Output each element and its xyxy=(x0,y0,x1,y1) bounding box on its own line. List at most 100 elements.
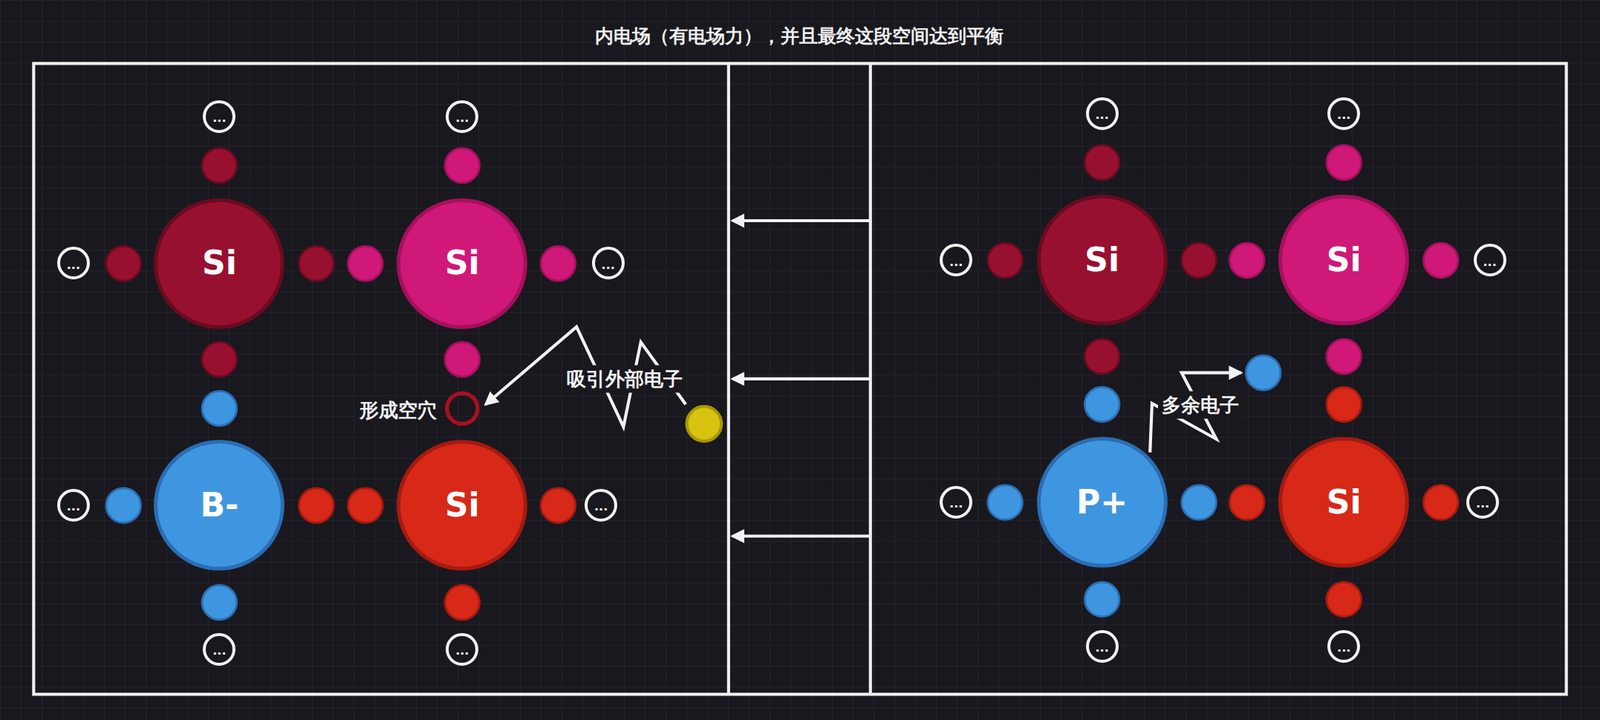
shell-slot: ... xyxy=(1085,97,1119,130)
atom-disc xyxy=(398,199,526,327)
electron xyxy=(1181,485,1217,520)
atom-circle: B- xyxy=(153,439,285,571)
electron xyxy=(444,147,480,183)
slot-ring xyxy=(1475,245,1505,275)
slot-dots: ... xyxy=(212,108,226,125)
electron xyxy=(106,245,142,281)
electron xyxy=(202,147,237,183)
electron xyxy=(540,245,576,281)
slot-dots: ... xyxy=(601,255,616,272)
slot-dots: ... xyxy=(949,252,963,269)
slot-ring xyxy=(1328,98,1359,129)
annotation: 多余电子 xyxy=(1158,391,1243,419)
slot-dots: ... xyxy=(1095,638,1110,654)
atom-circle: Si xyxy=(153,198,285,330)
electron xyxy=(444,341,480,377)
element-symbol: Si xyxy=(1326,485,1362,519)
slot-dots: ... xyxy=(1095,105,1110,122)
electron xyxy=(1181,242,1217,278)
electron xyxy=(299,488,335,523)
shell-slot: ... xyxy=(1327,97,1361,130)
atom-disc xyxy=(398,441,526,569)
annotation: 吸引外部电子 xyxy=(563,364,687,393)
slot-dots: ... xyxy=(1475,493,1490,510)
atom-disc xyxy=(1038,196,1166,324)
shell-slot: ... xyxy=(1085,629,1119,663)
element-symbol: Si xyxy=(1326,243,1362,277)
slot-dots: ... xyxy=(212,641,226,657)
slot-dots: ... xyxy=(455,641,469,657)
field-arrow xyxy=(732,219,870,223)
shell-slot: ... xyxy=(57,488,90,522)
slot-dots: ... xyxy=(1337,105,1351,122)
atom-disc xyxy=(1038,438,1166,566)
element-symbol: Si xyxy=(444,488,480,522)
electron xyxy=(1326,338,1362,374)
electron xyxy=(1326,581,1362,617)
electron xyxy=(202,341,237,377)
field-arrow xyxy=(732,534,870,538)
atom-disc xyxy=(1280,438,1408,566)
electron xyxy=(1084,387,1120,422)
slot-dots: ... xyxy=(594,496,608,513)
slot-ring xyxy=(58,490,89,520)
slot-ring xyxy=(941,487,971,517)
element-symbol: Si xyxy=(1084,243,1120,277)
shell-slot: ... xyxy=(584,488,618,522)
shell-slot: ... xyxy=(57,246,90,280)
free-electron xyxy=(1245,355,1281,390)
electron xyxy=(444,584,480,620)
element-symbol: Si xyxy=(202,246,237,280)
electron xyxy=(347,488,383,523)
title: 内电场（有电场力），并且最终这段空间达到平衡 xyxy=(594,23,1004,49)
slot-dots: ... xyxy=(455,108,469,125)
electron xyxy=(1423,485,1459,520)
slot-dots: ... xyxy=(1337,638,1351,654)
electron xyxy=(1084,581,1120,617)
slot-dots: ... xyxy=(66,496,81,513)
slot-dots: ... xyxy=(1483,252,1497,269)
electron xyxy=(202,584,237,620)
atom-disc xyxy=(1280,196,1408,324)
depletion-boundary xyxy=(727,63,731,694)
hole xyxy=(447,392,478,424)
slot-ring xyxy=(58,248,89,278)
shell-slot: ... xyxy=(939,485,973,519)
slot-dots: ... xyxy=(66,255,81,272)
atom-circle: Si xyxy=(1036,194,1168,326)
shell-slot: ... xyxy=(1466,485,1499,519)
shell-slot: ... xyxy=(939,243,973,277)
annotation: 形成空穴 xyxy=(355,396,441,425)
electron xyxy=(1423,242,1459,278)
atom-disc xyxy=(155,441,284,569)
outer-frame xyxy=(33,63,1566,694)
element-symbol: Si xyxy=(444,246,480,280)
shell-slot: ... xyxy=(592,246,625,280)
slot-ring xyxy=(1467,487,1498,517)
electron xyxy=(1229,485,1265,520)
electron xyxy=(1326,387,1362,422)
slot-ring xyxy=(1087,631,1118,662)
shell-slot: ... xyxy=(1473,243,1507,277)
element-symbol: B- xyxy=(199,488,239,522)
field-arrow xyxy=(732,377,870,381)
electron xyxy=(1084,338,1120,374)
external-electron xyxy=(687,406,723,442)
electron xyxy=(347,245,383,281)
atom-circle: Si xyxy=(1278,436,1410,568)
slot-ring xyxy=(1087,98,1118,129)
shell-slot: ... xyxy=(202,632,236,666)
slot-ring xyxy=(586,490,616,520)
shell-slot: ... xyxy=(445,632,479,666)
electron xyxy=(1326,144,1362,180)
slot-ring xyxy=(593,248,624,278)
slot-ring xyxy=(204,101,234,132)
electron xyxy=(1084,144,1120,180)
element-symbol: P+ xyxy=(1076,485,1128,519)
slot-ring xyxy=(204,634,234,665)
electron xyxy=(1229,242,1265,278)
zigzag-arrow xyxy=(485,326,686,428)
slot-ring xyxy=(447,101,477,132)
